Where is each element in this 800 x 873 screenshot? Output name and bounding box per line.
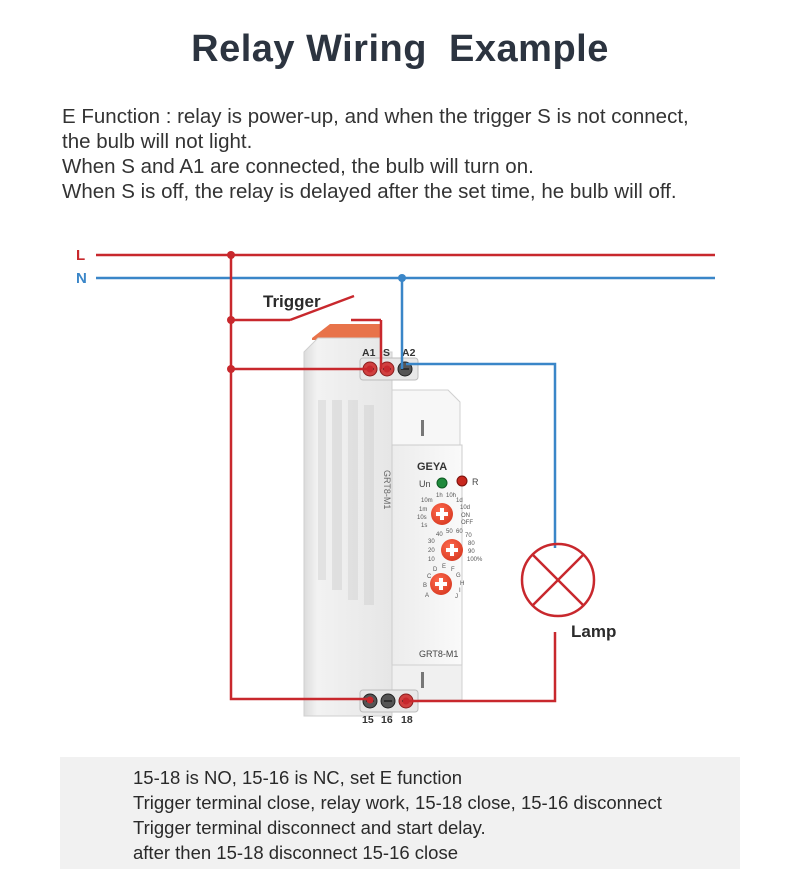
svg-text:C: C [427, 574, 432, 580]
lamp-label: Lamp [571, 622, 616, 641]
svg-text:70: 70 [465, 533, 472, 539]
device-slot [421, 420, 424, 436]
line-l-label: L [76, 247, 85, 264]
junction-dot [227, 365, 235, 373]
intro-line: E Function : relay is power-up, and when… [62, 105, 689, 128]
junction-dot [227, 251, 235, 259]
live-wiring [229, 255, 557, 703]
svg-text:10s: 10s [417, 515, 427, 521]
note-line: after then 15-18 disconnect 15-16 close [133, 842, 458, 863]
svg-text:10h: 10h [446, 493, 456, 499]
junction-dot [366, 365, 374, 373]
svg-text:100%: 100% [467, 557, 483, 563]
svg-text:1s: 1s [421, 523, 427, 529]
relay-device: GRT8-M1 GEYA Un R 10m 1h 10h 1d 10d ON O… [303, 324, 483, 726]
percent-knob-icon [441, 539, 463, 561]
notes-box: 15-18 is NO, 15-16 is NC, set E function… [60, 757, 740, 869]
svg-text:A: A [425, 593, 429, 599]
junction-dot [383, 365, 391, 373]
svg-text:OFF: OFF [461, 520, 473, 526]
r-led-icon [456, 475, 468, 487]
svg-text:1h: 1h [436, 493, 443, 499]
intro-line: When S and A1 are connected, the bulb wi… [62, 155, 534, 178]
side-print [318, 400, 374, 605]
svg-text:10d: 10d [460, 505, 470, 511]
function-labels: C D E F G H I J A B [423, 564, 464, 600]
note-line: Trigger terminal disconnect and start de… [133, 817, 486, 838]
svg-text:G: G [456, 573, 461, 579]
svg-text:40: 40 [436, 532, 443, 538]
din-clip [312, 324, 380, 340]
terminal-label-15: 15 [362, 714, 374, 726]
neutral-wiring [400, 278, 557, 548]
line-n-label: N [76, 270, 87, 287]
svg-text:10: 10 [428, 557, 435, 563]
svg-text:ON: ON [461, 513, 470, 519]
junction-dot [402, 697, 410, 705]
svg-text:F: F [451, 567, 455, 573]
intro-line: the bulb will not light. [62, 130, 253, 153]
terminal-label-s: S [383, 347, 390, 359]
lamp-icon [520, 542, 596, 618]
svg-text:80: 80 [468, 541, 475, 547]
junction-dot [398, 274, 406, 282]
wiring-diagram: GRT8-M1 GEYA Un R 10m 1h 10h 1d 10d ON O… [76, 247, 715, 726]
time-range-labels: 10m 1h 10h 1d 10d ON OFF 1m 10s 1s [417, 493, 473, 529]
svg-text:E: E [442, 564, 446, 570]
terminal-label-a2: A2 [402, 347, 416, 359]
terminal-label-a1: A1 [362, 347, 376, 359]
device-model: GRT8-M1 [419, 649, 458, 659]
percent-labels: 40 50 60 70 30 80 20 90 10 100% [428, 529, 483, 563]
svg-text:J: J [455, 594, 458, 600]
svg-text:I: I [459, 588, 461, 594]
brand-logo: GEYA [417, 461, 447, 473]
terminal-label-18: 18 [401, 714, 413, 726]
svg-text:60: 60 [456, 529, 463, 535]
function-knob-icon [430, 573, 452, 595]
page-title: Relay Wiring Example [191, 28, 609, 70]
led-label-un: Un [419, 479, 431, 489]
side-model-text: GRT8-M1 [382, 470, 392, 509]
device-slot-bottom [421, 672, 424, 688]
junction-dot [227, 316, 235, 324]
note-line: Trigger terminal close, relay work, 15-1… [133, 792, 662, 813]
intro-text: E Function : relay is power-up, and when… [62, 104, 762, 204]
note-line: 15-18 is NO, 15-16 is NC, set E function [133, 767, 463, 788]
svg-text:20: 20 [428, 548, 435, 554]
svg-text:30: 30 [428, 539, 435, 545]
trigger-label: Trigger [263, 292, 321, 311]
un-led-icon [436, 477, 448, 489]
led-label-r: R [472, 477, 479, 487]
svg-text:B: B [423, 583, 427, 589]
svg-text:10m: 10m [421, 498, 433, 504]
intro-line: When S is off, the relay is delayed afte… [62, 180, 677, 203]
svg-text:1d: 1d [456, 498, 463, 504]
svg-text:50: 50 [446, 529, 453, 535]
time-range-knob-icon [431, 503, 453, 525]
svg-text:D: D [433, 567, 438, 573]
terminal-label-16: 16 [381, 714, 393, 726]
junction-dot [366, 696, 374, 704]
svg-text:1m: 1m [419, 507, 427, 513]
device-top-step [391, 389, 461, 446]
svg-text:90: 90 [468, 549, 475, 555]
svg-text:H: H [460, 581, 464, 587]
